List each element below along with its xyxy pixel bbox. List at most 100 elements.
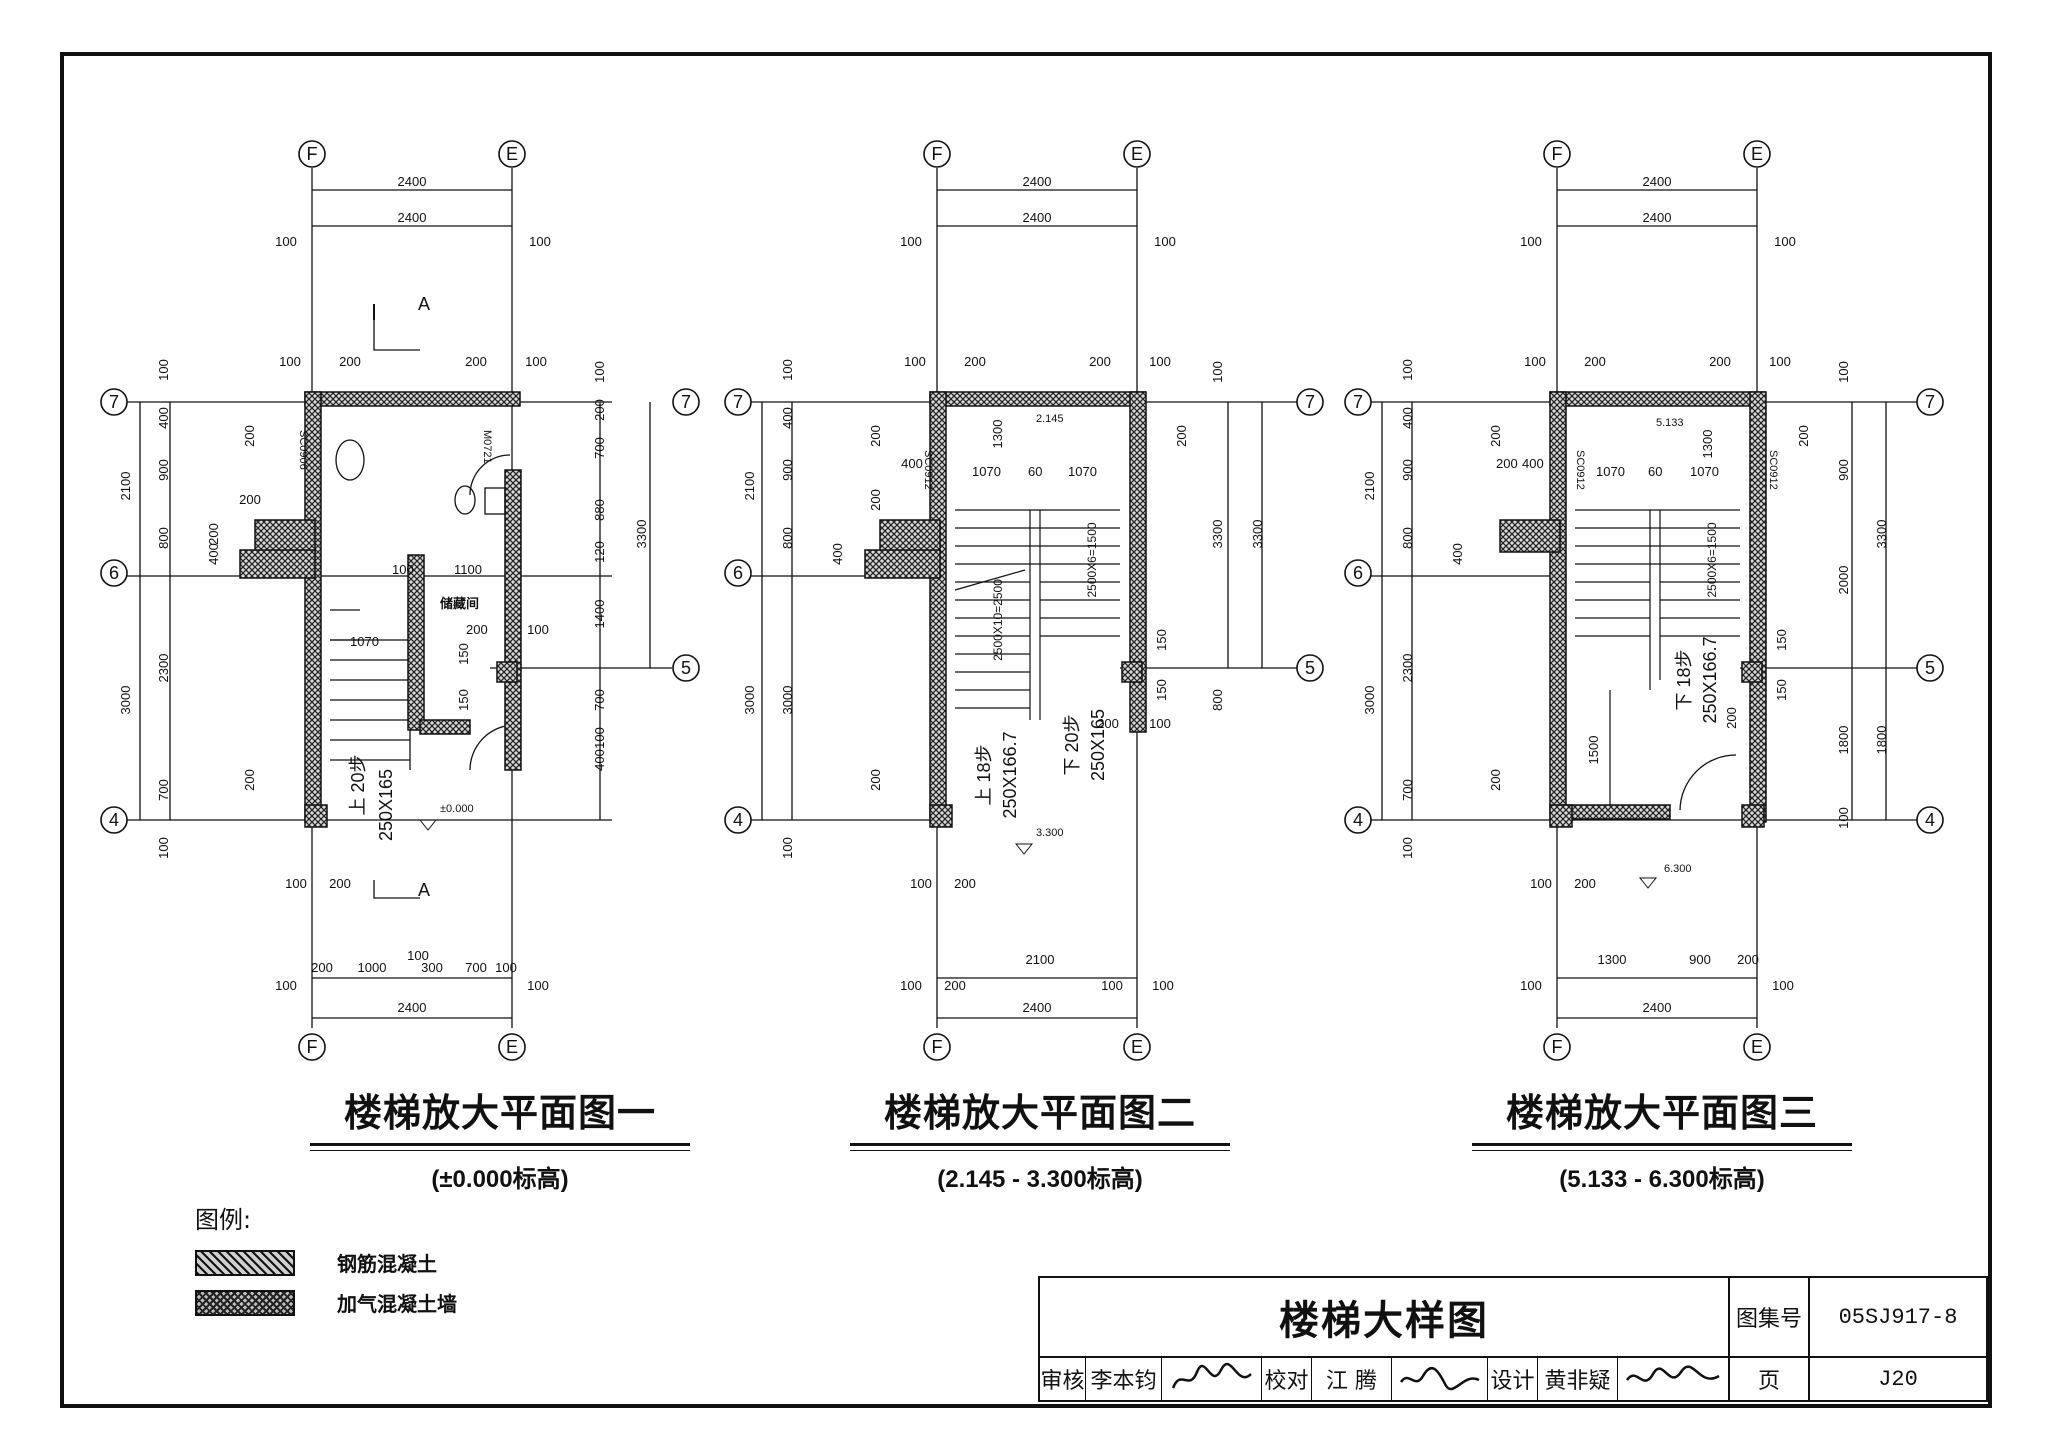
title-underline-thin [850,1150,1230,1151]
dim-top-1c: 100 [275,234,297,249]
window-label-2: SC0912 [922,450,934,490]
design-label: 设计 [1488,1358,1538,1400]
dim-100-1: 100 [392,562,414,577]
signature-icon [1399,1366,1480,1391]
dim-bot-3f: 100 [1520,978,1542,993]
dim-right-3b: 200 [1796,425,1811,447]
landing-level-2: 2.145 [1036,413,1064,425]
flight-w1-2: 1070 [972,464,1001,479]
axis-6-left-2: 6 [733,563,743,583]
dim-left-3e: 2300 [1400,654,1415,683]
run-length-a-2: 2500X10=2500 [991,579,1005,661]
dim-left-1h: 2100 [118,472,133,501]
check-label: 校对 [1262,1358,1312,1400]
dim-right-3a: 100 [1836,361,1851,383]
dim-right-2c: 3300 [1210,520,1225,549]
dim-bot-3d: 900 [1689,952,1711,967]
legend: 图例: 钢筋混凝土 加气混凝土墙 [195,1200,457,1316]
door-label-1: M0721 [481,430,493,464]
dim-bot-1b: 200 [329,876,351,891]
dim-top-3c: 100 [1520,234,1542,249]
dim-200-1: 200 [466,622,488,637]
dim-left-2f: 100 [780,837,795,859]
plan-2-title: 楼梯放大平面图二 [883,1091,1196,1135]
dim-right-1a: 100 [592,361,607,383]
dim-left-1k: 200 [242,769,257,791]
dim-left-2e: 3000 [780,686,795,715]
axis-e-bottom-3: E [1751,1037,1763,1057]
landing-depth-2: 1300 [990,420,1005,449]
dim-bot-2g: 2400 [1023,1000,1052,1015]
axis-f-bottom-1: F [307,1037,318,1057]
flight-width-1: 1070 [350,634,379,649]
designer-name: 黄非疑 [1538,1358,1618,1400]
dim-bot-3c: 1300 [1598,952,1627,967]
dim-bot-2a: 100 [910,876,932,891]
legend-label: 加气混凝土墙 [337,1292,457,1316]
axis-4-left-3: 4 [1353,810,1363,830]
axis-7-right-2: 7 [1305,392,1315,412]
dim-top-1h: 100 [525,354,547,369]
axis-4-left-1: 4 [109,810,119,830]
dim-top-1g: 200 [465,354,487,369]
dim-top-3e: 100 [1524,354,1546,369]
run-length-3: 2500X6=1500 [1705,522,1719,597]
dim-left-3l: 200 [1488,769,1503,791]
dim-bot-1f: 300 [421,960,443,975]
axis-f-bottom-2: F [932,1037,943,1057]
plan-1-subtitle: (±0.000标高) [431,1166,569,1193]
checker-name: 江 腾 [1312,1358,1392,1400]
dim-top-2b: 2400 [1023,210,1052,225]
axis-4-left-2: 4 [733,810,743,830]
stair-plan-3: F E F E 7 6 4 7 5 4 2400 2400 100 100 10… [1344,140,1944,1061]
axis-6-left-3: 6 [1353,563,1363,583]
plan-1-caption: 楼梯放大平面图一 (±0.000标高) [290,1082,710,1194]
legend-item-reinforced-concrete: 钢筋混凝土 [195,1248,437,1277]
axis-7-right-1: 7 [681,392,691,412]
dim-right-1j: 3300 [634,520,649,549]
dim-left-3i: 3000 [1362,686,1377,715]
dim-right-3c: 900 [1836,459,1851,481]
dim-right-2a: 100 [1210,361,1225,383]
flight-w2-2: 60 [1028,464,1042,479]
dim-top-1d: 100 [529,234,551,249]
dim-right-3d: 2000 [1836,566,1851,595]
stair-up-label-1: 上 20步 [348,754,368,815]
room-width-1: 1100 [454,562,482,577]
dim-left-1c: 900 [156,459,171,481]
axis-f-top-2: F [932,144,943,164]
level-mark-2: 3.300 [1036,827,1064,839]
drawing-name: 楼梯大样图 [1040,1278,1730,1358]
axis-7-right-3: 7 [1925,392,1935,412]
dim-right-2e: 100 [1149,716,1171,731]
dim-left-3f: 700 [1400,779,1415,801]
dim-top-2d: 100 [1154,234,1176,249]
dim-right-2i: 200 [1097,716,1119,731]
aerated-concrete-swatch [195,1289,295,1316]
dim-left-2c: 900 [780,459,795,481]
flight-w4-3: 200 [1496,456,1518,471]
dim-bot-1a: 100 [285,876,307,891]
dim-left-3j: 200 [1488,425,1503,447]
dim-left-2d: 800 [780,527,795,549]
signature-icon [1171,1362,1252,1389]
plan-1-title: 楼梯放大平面图一 [343,1091,656,1135]
dim-bot-3e: 200 [1737,952,1759,967]
dim-left-2a: 100 [780,359,795,381]
dim-bot-2d: 100 [900,978,922,993]
axis-e-bottom-1: E [506,1037,518,1057]
dim-left-2g: 2100 [742,472,757,501]
dim-right-1f: 1400 [592,600,607,629]
atlas-number-label: 图集号 [1730,1278,1810,1358]
axis-e-bottom-2: E [1131,1037,1143,1057]
axis-4-right-3: 4 [1925,810,1935,830]
dim-top-1f: 200 [339,354,361,369]
section-mark-top-1: A [418,294,430,314]
checker-signature [1392,1358,1488,1400]
title-underline [1472,1143,1852,1146]
dim-right-1c: 700 [592,437,607,459]
dim-top-3f: 200 [1584,354,1606,369]
dim-bot-2e: 100 [1101,978,1123,993]
dim-bot-1c: 200 [311,960,333,975]
